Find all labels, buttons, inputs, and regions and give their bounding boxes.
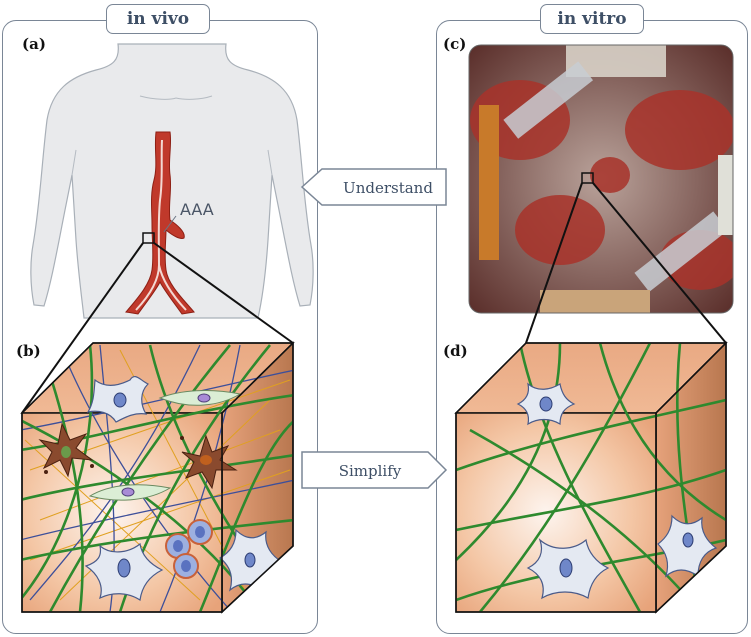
aaa-label: AAA	[180, 200, 214, 219]
label-c: (c)	[443, 35, 467, 53]
bioreactor-photo	[469, 45, 733, 313]
human-body-illustration	[30, 43, 314, 319]
tissue-cube-in-vitro	[454, 341, 728, 614]
label-d: (d)	[443, 342, 468, 360]
label-b: (b)	[16, 342, 41, 360]
understand-label: Understand	[343, 179, 433, 197]
understand-arrow: Understand	[300, 168, 447, 206]
label-a: (a)	[22, 35, 46, 53]
aorta-illustration: AAA	[125, 131, 214, 315]
tissue-cube-in-vivo	[20, 341, 295, 614]
simplify-arrow: Simplify	[301, 451, 448, 489]
in-vitro-title: in vitro	[540, 4, 644, 34]
in-vivo-title: in vivo	[106, 4, 210, 34]
simplify-label: Simplify	[339, 462, 402, 480]
